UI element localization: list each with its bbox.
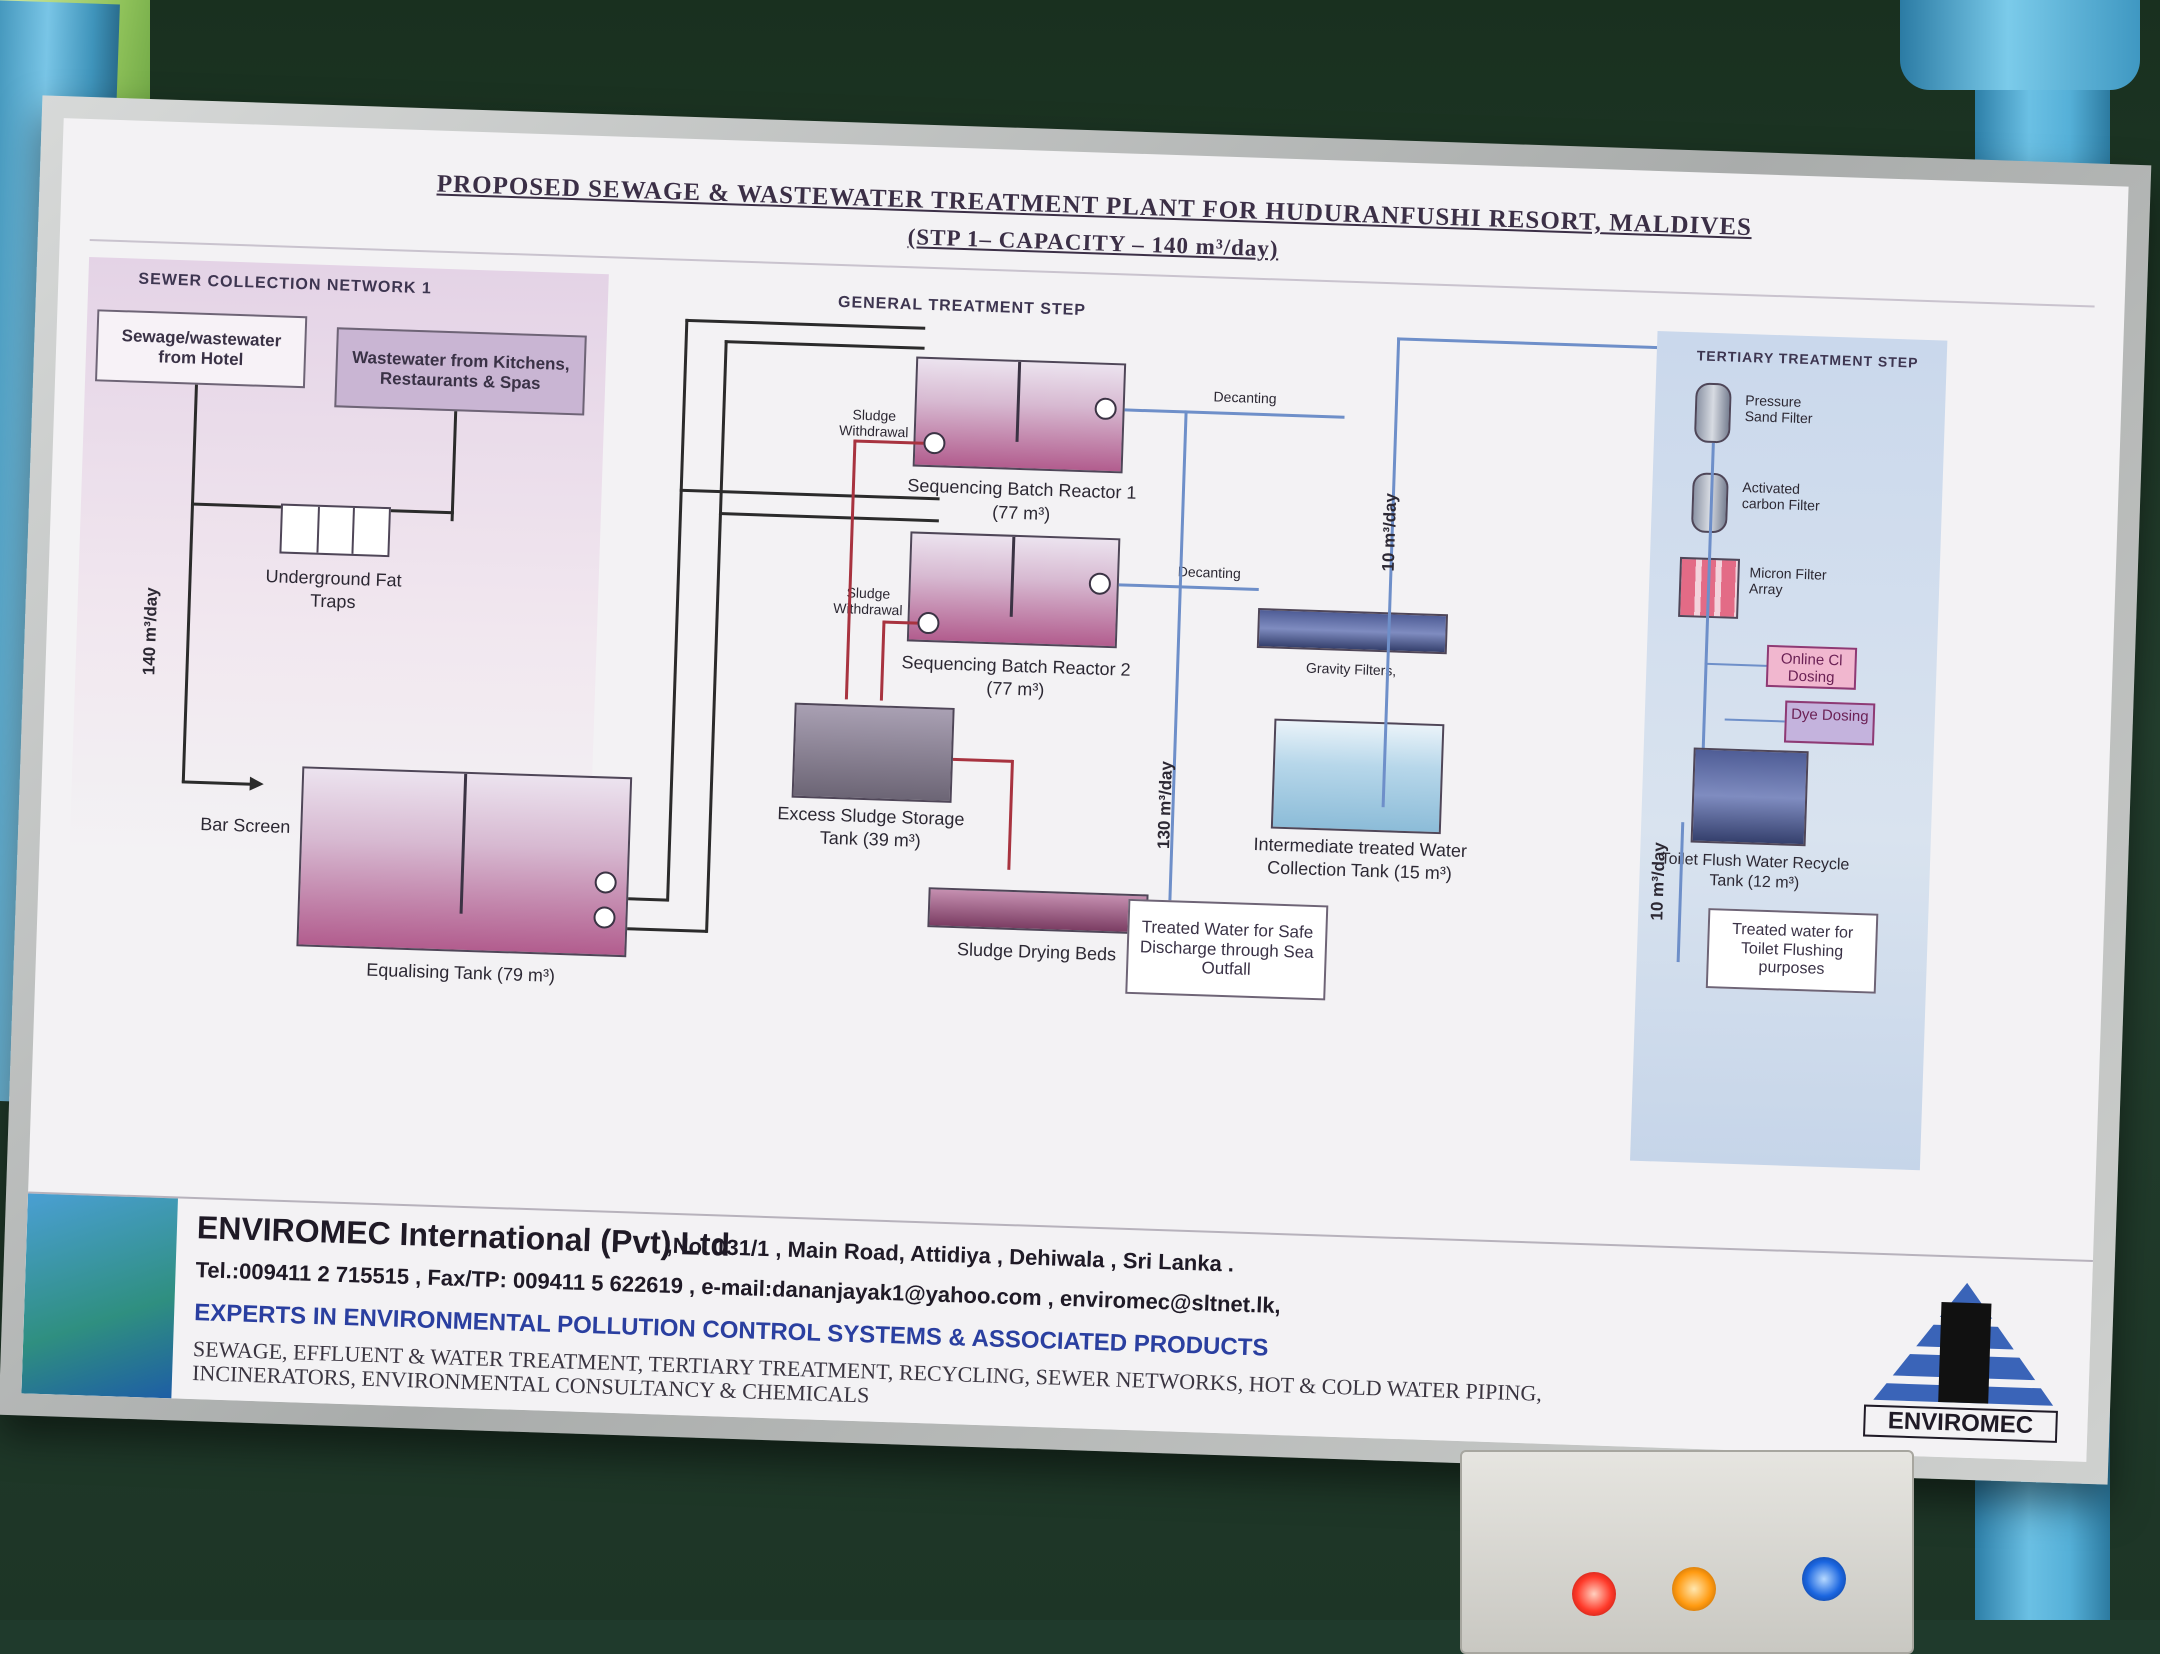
enviromec-logo: [1867, 1275, 2062, 1431]
intermediate-tank-label: Intermediate treated Water Collection Ta…: [1253, 833, 1468, 884]
drying-beds-label: Sludge Drying Beds: [956, 939, 1117, 965]
recycle-flow-label: 10 m³/day: [1647, 841, 1669, 921]
recycle-tank: [1690, 747, 1809, 847]
sbr1-sludge-pipe-v: [844, 439, 857, 700]
amber-indicator-light: [1672, 1567, 1716, 1611]
equalising-tank-label: Equalising Tank (79 m³): [365, 959, 556, 986]
footer-color-band: [21, 1193, 178, 1399]
company-name: ENVIROMEC International (Pvt) Ltd: [196, 1209, 731, 1263]
discharge-box: Treated Water for Safe Discharge through…: [1125, 898, 1329, 1001]
board-sheet: PROPOSED SEWAGE & WASTEWATER TREATMENT P…: [21, 118, 2129, 1462]
cl-dosing-box: Online Cl Dosing: [1765, 644, 1858, 690]
pressure-filter-label: Pressure Sand Filter: [1744, 392, 1813, 427]
dye-dosing-box: Dye Dosing: [1783, 700, 1876, 746]
sbr-feed-riser-1: [666, 318, 689, 902]
recycle-tank-label: Toilet Flush Water Recycle Tank (12 m³): [1660, 850, 1850, 893]
sbr2-tank: [906, 531, 1121, 649]
sbr2-decanting-label: Decanting: [1177, 563, 1242, 582]
sbr-feed-riser-2: [705, 340, 728, 933]
carbon-filter-label: Activated carbon Filter: [1741, 478, 1820, 514]
sludge-drying-beds: [927, 887, 1149, 935]
sbr1-tank: [912, 356, 1127, 474]
bar-screen-label: Bar Screen: [200, 814, 291, 837]
sbr1-sludge-label: Sludge Withdrawal: [838, 406, 909, 441]
hotel-source-box: Sewage/wastewater from Hotel: [95, 309, 308, 389]
sbr1-decanting-label: Decanting: [1213, 388, 1277, 407]
eq-to-sbr-pipe-2: [627, 927, 708, 933]
pipe-elbow: [1900, 0, 2140, 90]
company-address: ,No. 131/1 , Main Road, Attidiya , Dehiw…: [666, 1232, 1235, 1277]
sludge-storage-tank: [791, 702, 955, 803]
tertiary-feed-pipe-h: [1397, 337, 1698, 351]
micron-filter-label: Micron Filter Array: [1748, 564, 1827, 598]
electrical-control-box: [1460, 1450, 1914, 1654]
company-footer: ENVIROMEC International (Pvt) Ltd ,No. 1…: [21, 1191, 2093, 1462]
discharge-flow-label: 130 m³/day: [1154, 760, 1176, 850]
logo-pyramid-icon: [1873, 1282, 2056, 1406]
sbr1-decant-pipe: [1124, 408, 1345, 419]
sludge-to-beds-pipe-h: [952, 757, 1013, 763]
sbr2-sludge-pipe-h: [882, 620, 918, 625]
sbr1-feed-pipe-2: [724, 340, 925, 350]
sbr2-decant-pipe: [1118, 583, 1259, 591]
sludge-to-beds-pipe-v: [1007, 759, 1014, 870]
logo-wordmark: ENVIROMEC: [1862, 1404, 2058, 1443]
sbr2-sludge-label: Sludge Withdrawal: [833, 584, 903, 619]
info-board: PROPOSED SEWAGE & WASTEWATER TREATMENT P…: [0, 95, 2152, 1485]
fat-traps-tank: [279, 503, 392, 558]
sbr1-feed-pipe: [685, 318, 926, 330]
kitchen-source-box: Wastewater from Kitchens, Restaurants & …: [334, 327, 587, 416]
tertiary-feed-flow-label: 10 m³/day: [1378, 492, 1401, 572]
company-services: SEWAGE, EFFLUENT & WATER TREATMENT, TERT…: [191, 1336, 1543, 1408]
blue-indicator-light: [1802, 1557, 1846, 1601]
flushing-box: Treated water for Toilet Flushing purpos…: [1705, 908, 1879, 994]
sludge-storage-label: Excess Sludge Storage Tank (39 m³): [777, 803, 965, 851]
pressure-sand-filter: [1693, 382, 1732, 444]
intermediate-tank: [1270, 718, 1445, 835]
fat-traps-label: Underground Fat Traps: [265, 566, 402, 612]
equalising-tank: [296, 766, 633, 958]
sewer-flow-label: 140 m³/day: [139, 587, 162, 676]
gravity-filters: [1256, 607, 1449, 655]
screen-inlet-arrow: [249, 776, 264, 792]
eq-to-sbr-pipe: [628, 897, 669, 902]
gravity-filters-label: Gravity Filters,: [1305, 659, 1397, 679]
red-indicator-light: [1572, 1572, 1616, 1616]
general-section-label: GENERAL TREATMENT STEP: [837, 293, 1087, 320]
